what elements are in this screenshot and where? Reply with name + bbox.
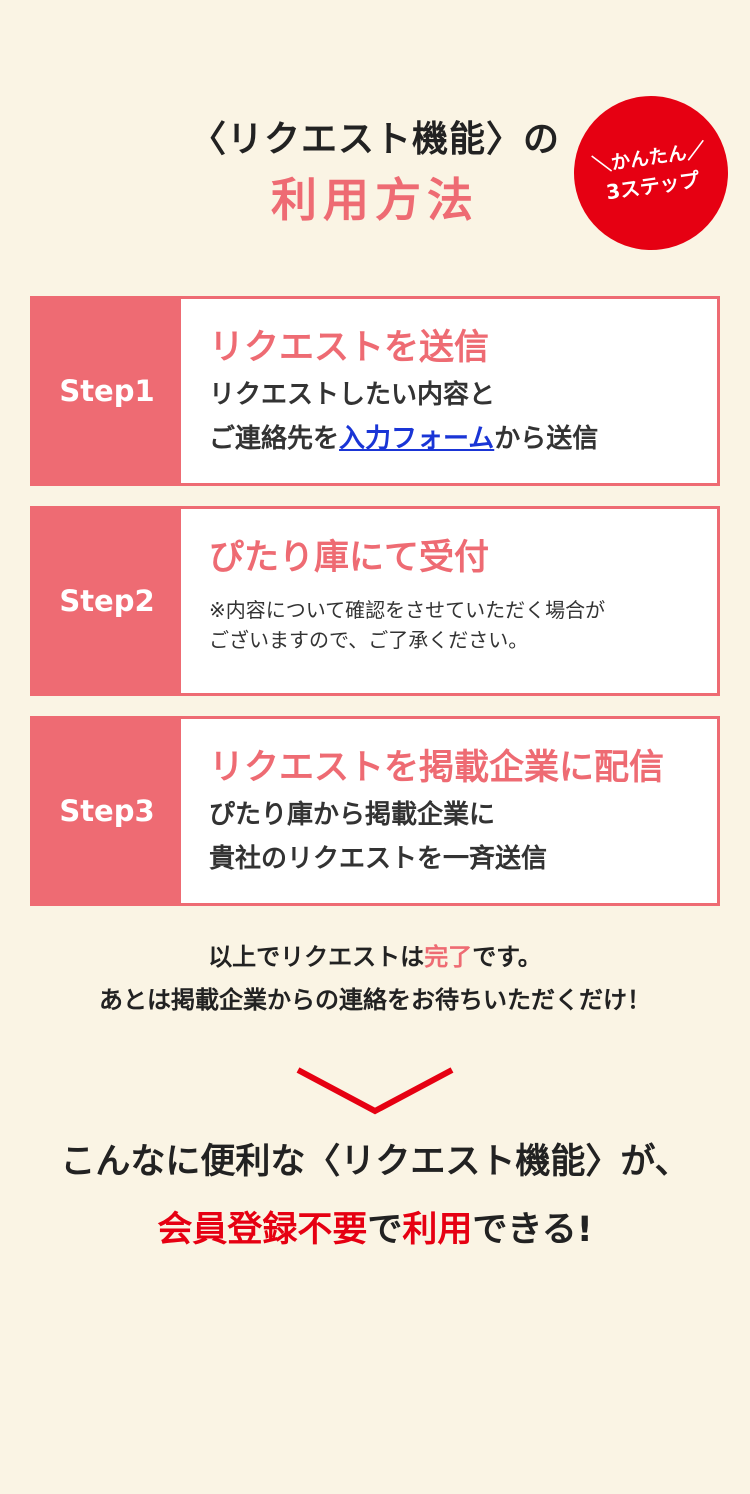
closing-line2-post: できる! (472, 1209, 593, 1250)
summary-line1-pre: 以上でリクエストは (208, 943, 425, 971)
closing-line2-mid: で (367, 1209, 403, 1250)
summary-line1: 以上でリクエストは完了です。 (0, 936, 750, 979)
step-2-title: ぴたり庫にて受付 (209, 538, 490, 578)
step-1-desc-line2: ご連絡先を入力フォームから送信 (209, 417, 701, 461)
step-1-desc-pre: ご連絡先を (209, 424, 340, 455)
step-2-note: ※内容について確認をさせていただく場合が ございますので、ご了承ください。 (209, 595, 701, 655)
step-1-description: リクエストしたい内容と ご連絡先を入力フォームから送信 (209, 373, 701, 461)
closing-message: こんなに便利な〈リクエスト機能〉が、 会員登録不要で利用できる! (0, 1140, 750, 1253)
step-2-content: ぴたり庫にて受付 ※内容について確認をさせていただく場合が ございますので、ご了… (209, 537, 701, 655)
easy-three-steps-badge: ＼かんたん／ 3ステップ (564, 86, 738, 260)
step-2-label: Step2 (33, 509, 181, 693)
step-1-title: リクエストを送信 (209, 328, 490, 368)
header-subtitle: 〈リクエスト機能〉の (189, 119, 560, 160)
no-registration-highlight: 会員登録不要 (157, 1209, 368, 1250)
step-2-note-line2: ございますので、ご了承ください。 (209, 628, 529, 652)
closing-line2: 会員登録不要で利用できる! (0, 1208, 750, 1254)
step-3-desc-line2: 貴社のリクエストを一斉送信 (209, 844, 548, 875)
step-1-card: Step1 リクエストを送信 リクエストしたい内容と ご連絡先を入力フォームから… (30, 296, 720, 486)
step-1-desc-line1: リクエストしたい内容と (209, 380, 496, 410)
step-1-label: Step1 (33, 299, 181, 483)
usage-highlight: 利用 (402, 1209, 473, 1250)
completion-summary: 以上でリクエストは完了です。 あとは掲載企業からの連絡をお待ちいただくだけ！ (0, 936, 750, 1022)
closing-line1: こんなに便利な〈リクエスト機能〉が、 (60, 1142, 690, 1182)
step-1-content: リクエストを送信 リクエストしたい内容と ご連絡先を入力フォームから送信 (209, 327, 701, 461)
step-3-card: Step3 リクエストを掲載企業に配信 ぴたり庫から掲載企業に 貴社のリクエスト… (30, 716, 720, 906)
step-3-content: リクエストを掲載企業に配信 ぴたり庫から掲載企業に 貴社のリクエストを一斉送信 (209, 747, 701, 881)
input-form-link[interactable]: 入力フォーム (339, 424, 495, 455)
chevron-down-icon (296, 1067, 454, 1115)
summary-line2: あとは掲載企業からの連絡をお待ちいただくだけ！ (99, 986, 651, 1015)
summary-complete-accent: 完了 (424, 943, 473, 971)
step-1-desc-post: から送信 (494, 424, 599, 455)
step-3-label: Step3 (33, 719, 181, 903)
step-3-description: ぴたり庫から掲載企業に 貴社のリクエストを一斉送信 (209, 793, 701, 881)
header-title: 利用方法 (271, 173, 479, 228)
step-2-note-line1: ※内容について確認をさせていただく場合が (209, 598, 606, 622)
step-3-desc-line1: ぴたり庫から掲載企業に (209, 800, 496, 830)
step-2-card: Step2 ぴたり庫にて受付 ※内容について確認をさせていただく場合が ございま… (30, 506, 720, 696)
summary-line1-post: です。 (472, 943, 542, 971)
page-header: 〈リクエスト機能〉の 利用方法 (0, 118, 750, 226)
step-3-title: リクエストを掲載企業に配信 (209, 748, 665, 788)
